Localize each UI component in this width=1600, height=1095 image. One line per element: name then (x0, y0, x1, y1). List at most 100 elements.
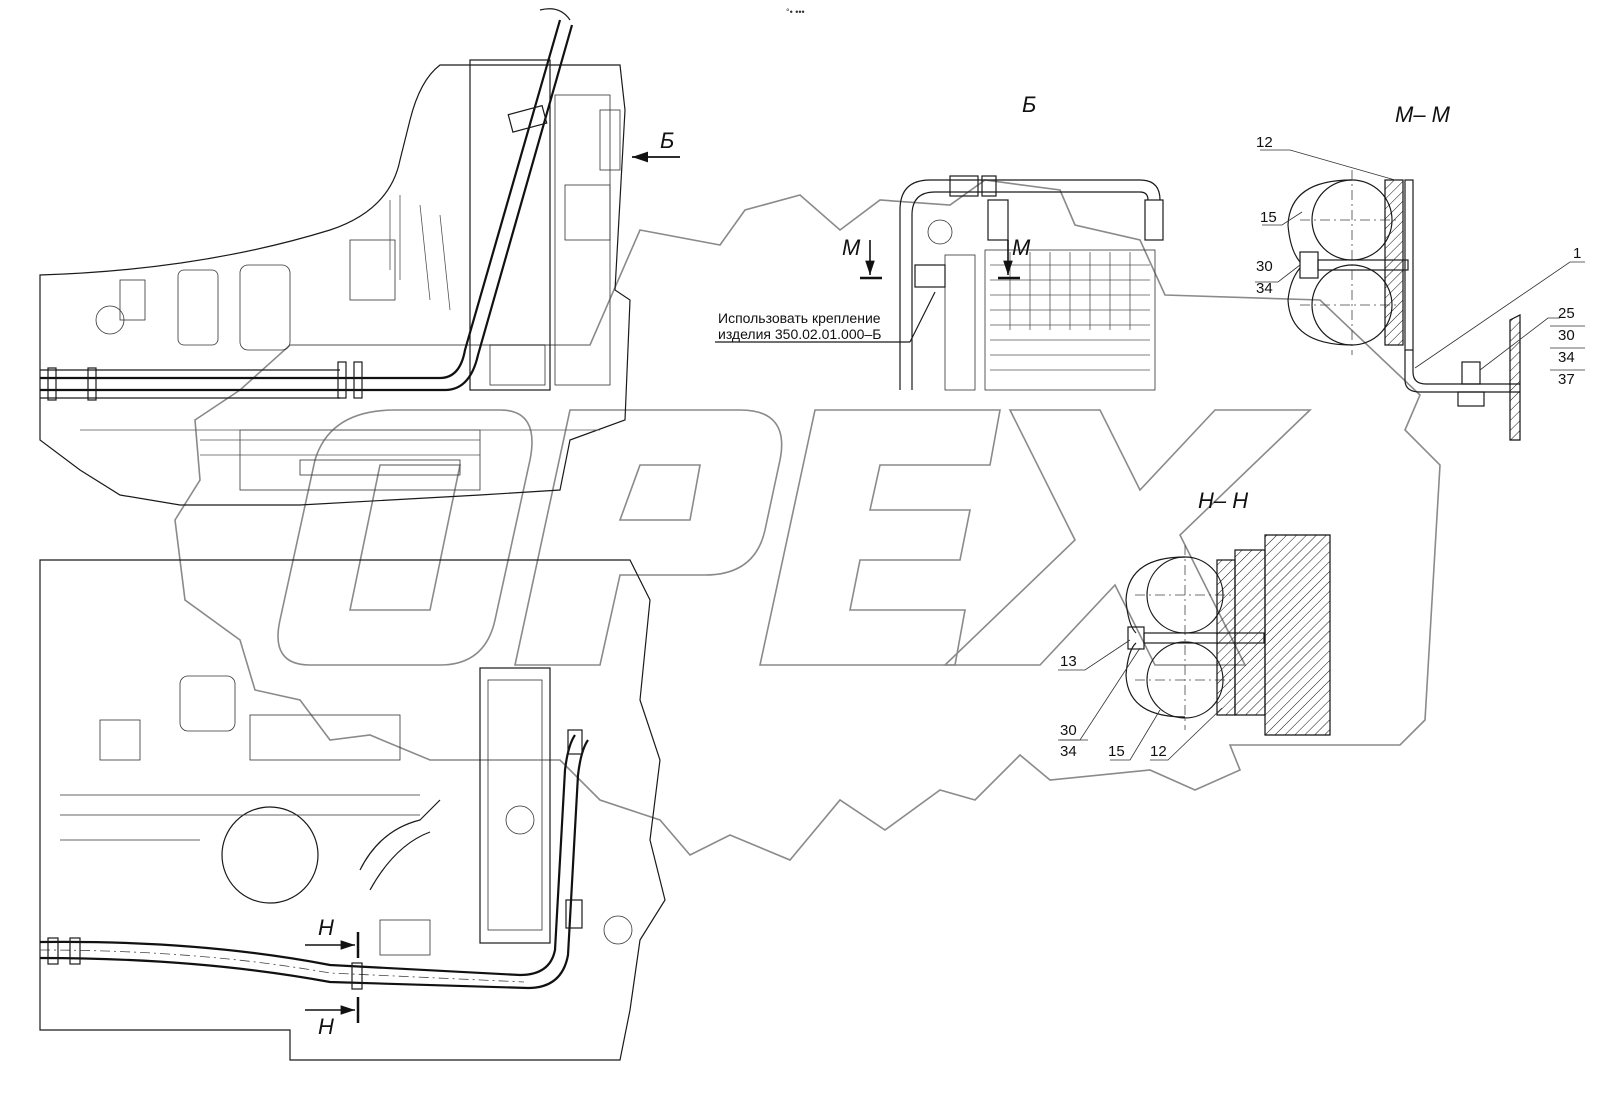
lower-pipe-inner (39, 739, 589, 990)
view-b-title: Б (1022, 92, 1036, 117)
lower-engine-outline (39, 559, 666, 1061)
lower-clamp-1 (47, 937, 59, 965)
frame-rails-upper (80, 429, 600, 456)
view-b-pipe-bend (1139, 179, 1161, 201)
section-m-label-right: М (1012, 235, 1031, 260)
clamp-3 (337, 361, 347, 399)
mm-clamp-bottom (1287, 267, 1353, 346)
mm-plate (1404, 179, 1414, 351)
lower-clamp-3 (351, 962, 363, 990)
section-n-n-title: Н– Н (1198, 488, 1248, 513)
view-b: Б М М Использовать крепление изделия 350… (715, 92, 1164, 391)
watermark-letter-e (759, 409, 1001, 666)
nn-clamp-bottom (1125, 642, 1186, 718)
upper-bracket (599, 109, 621, 171)
nn-callout-13: 13 (1060, 653, 1077, 670)
nn-leader-12 (1150, 707, 1223, 761)
lower-fitting (603, 915, 633, 945)
lower-part-2 (249, 714, 401, 761)
engine-detail-lines (389, 195, 451, 311)
filter-2 (239, 264, 291, 351)
nn-callout-15: 15 (1108, 743, 1125, 760)
section-m-m-title: М– М (1395, 102, 1451, 127)
view-b-round-part (927, 219, 953, 245)
view-b-column (944, 254, 976, 391)
nn-callout-12: 12 (1150, 743, 1167, 760)
watermark-letter-o (277, 409, 533, 666)
radiator-upper (469, 59, 551, 391)
mm-callout-30: 30 (1256, 258, 1273, 275)
upper-pipe-hose (40, 369, 340, 399)
mm-leader-1 (1414, 261, 1585, 369)
nn-callout-34: 34 (1060, 743, 1077, 760)
mm-leader-15 (1262, 211, 1303, 226)
view-b-bracket (914, 264, 946, 288)
clamp-5 (507, 104, 548, 133)
view-b-clamp-1 (949, 175, 979, 197)
lower-hose (359, 799, 441, 891)
mm-bracket (1404, 350, 1520, 393)
lower-part-1 (99, 719, 141, 761)
mm-callout-30b: 30 (1558, 327, 1575, 344)
view-b-frame (899, 179, 1000, 390)
upper-pipe-inner (40, 24, 574, 392)
note-line-2: изделия 350.02.01.000–Б (718, 326, 881, 342)
engine-block-part (349, 239, 396, 301)
clamp-2 (87, 367, 97, 401)
view-b-radiator-fins (990, 252, 1150, 371)
pipe-bend-top (539, 8, 571, 21)
lower-pipe-axis (39, 949, 525, 983)
oil-pan-lip (299, 459, 461, 476)
mm-callout-37: 37 (1558, 371, 1575, 388)
lower-pump (379, 919, 431, 956)
note-line-1: Использовать крепление (718, 310, 881, 326)
lower-clamp-4 (565, 899, 583, 929)
lower-clamp-5 (567, 729, 583, 755)
mm-callout-25: 25 (1558, 305, 1575, 322)
mm-nut (1299, 251, 1319, 279)
section-n-label-top: Н (318, 915, 334, 940)
view-b-radiator (984, 249, 1156, 391)
mm-leader-12 (1260, 149, 1396, 181)
lower-clamp-2 (69, 937, 81, 965)
filter-1 (177, 269, 219, 346)
section-n-label-bottom: Н (318, 1014, 334, 1039)
nn-bolt (1143, 632, 1265, 644)
pump-part (119, 279, 146, 321)
section-n-n: Н– Н 13 30 34 15 12 (1058, 488, 1331, 761)
watermark-gear-outline (174, 179, 1441, 861)
lower-pipe-outer (39, 734, 576, 977)
nn-callout-30: 30 (1060, 722, 1077, 739)
mm-callout-34b: 34 (1558, 349, 1575, 366)
mm-axes (1300, 170, 1400, 355)
mm-leader-30-34 (1255, 264, 1301, 283)
mm-callout-1: 1 (1573, 245, 1581, 262)
upper-pipe-outer (40, 19, 562, 380)
upper-engine-outline (39, 64, 631, 506)
clamp-1 (47, 367, 57, 401)
nn-wall (1264, 534, 1331, 736)
clamp-4 (353, 361, 363, 399)
view-b-fitting-right (1144, 199, 1164, 241)
view-b-pipe-horizontal (1000, 179, 1140, 193)
section-m-m: М– М 12 15 30 34 1 25 30 34 37 (1255, 102, 1585, 441)
nn-spacer (1216, 559, 1236, 716)
nn-leader-15 (1110, 709, 1161, 761)
mm-bolt (1317, 259, 1409, 271)
mm-clamp-top (1287, 179, 1353, 263)
lower-filter (179, 675, 236, 732)
mm-spacer (1384, 179, 1404, 346)
nn-clamp-top (1125, 556, 1186, 634)
mm-leader-25 (1479, 317, 1560, 371)
lower-engine-view: Н Н (39, 559, 666, 1061)
mm-callout-34: 34 (1256, 280, 1273, 297)
mm-callout-15: 15 (1260, 209, 1277, 226)
mm-callout-12: 12 (1256, 134, 1273, 151)
flywheel-housing (221, 806, 319, 904)
watermark-logo (174, 179, 1441, 861)
upper-box (564, 184, 611, 241)
watermark-letter-p (514, 409, 783, 666)
mm-nut-2 (1461, 361, 1481, 385)
view-b-clamp-2 (981, 175, 997, 197)
